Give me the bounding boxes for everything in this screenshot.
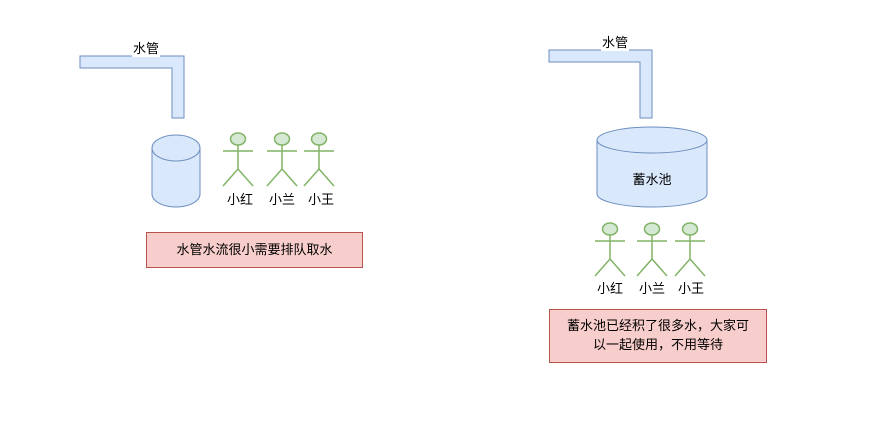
- left-note-text: 水管水流很小需要排队取水: [176, 242, 333, 258]
- left-pipe-label: 水管: [133, 42, 159, 57]
- right-person-1: [594, 222, 626, 277]
- left-person-2: [266, 132, 298, 187]
- right-scene: 水管 蓄水池 小红 小兰 小王: [548, 35, 708, 297]
- left-water-container: [151, 134, 201, 208]
- left-scene: 水管 小红 小兰 小王: [79, 40, 335, 208]
- left-person-label: 小兰: [269, 193, 295, 208]
- right-note-box: 蓄水池已经积了很多水，大家可以一起使用，不用等待: [549, 309, 767, 363]
- left-person-label: 小王: [308, 193, 334, 208]
- reservoir-tank: [596, 126, 708, 208]
- reservoir-label: 蓄水池: [632, 173, 671, 188]
- left-person-label: 小红: [227, 192, 253, 208]
- right-person-label: 小王: [678, 282, 704, 297]
- left-water-pipe: [79, 55, 185, 119]
- right-person-3: [674, 222, 706, 277]
- left-note-box: 水管水流很小需要排队取水: [146, 232, 363, 268]
- right-pipe-label: 水管: [602, 36, 628, 51]
- left-person-3: [303, 132, 335, 187]
- right-person-label: 小兰: [639, 282, 665, 297]
- right-person-label: 小红: [597, 281, 623, 297]
- right-person-2: [636, 222, 668, 277]
- right-water-pipe: [548, 49, 653, 119]
- left-person-1: [222, 132, 254, 187]
- right-note-text: 蓄水池已经积了很多水，大家可以一起使用，不用等待: [566, 319, 749, 353]
